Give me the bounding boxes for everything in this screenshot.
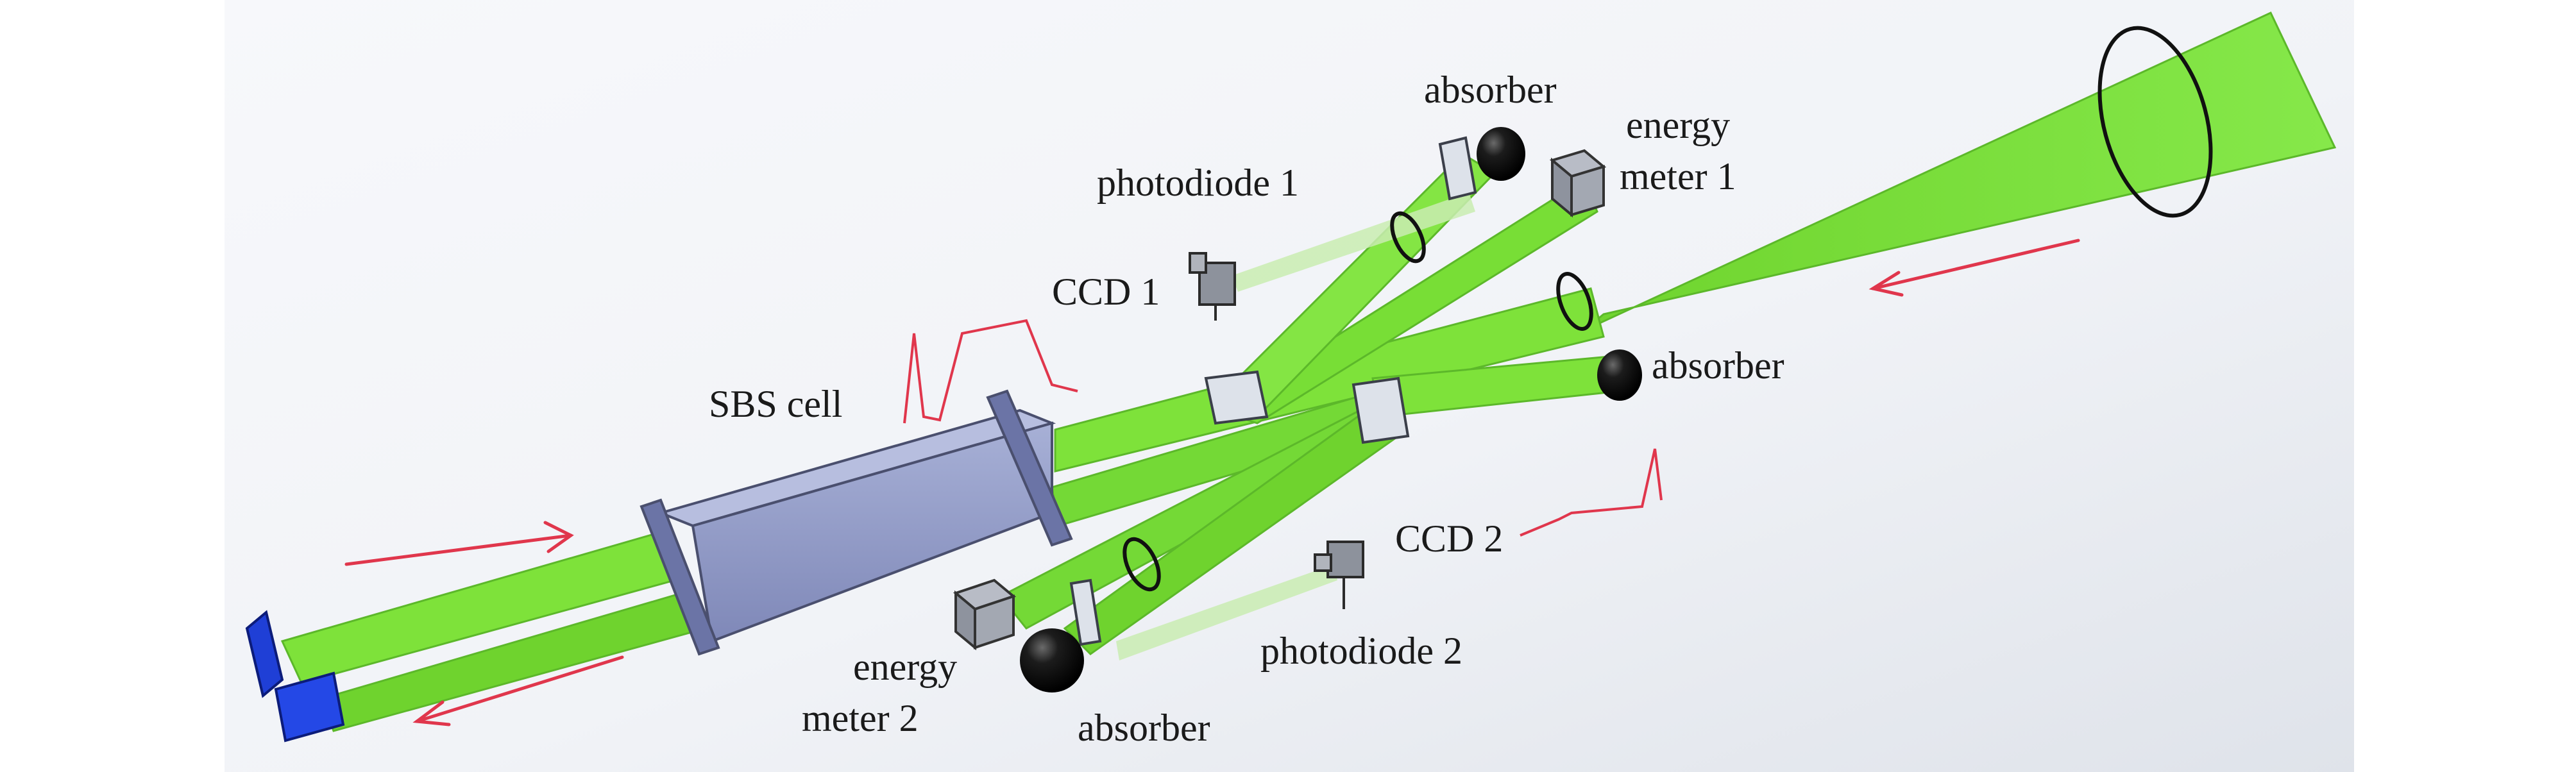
pulse-input xyxy=(903,319,1078,424)
energy-meter-1-box xyxy=(1549,149,1607,218)
label-sbs-cell: SBS cell xyxy=(709,383,842,425)
beam-direction-arrows xyxy=(344,239,2080,726)
arrow-input-left xyxy=(1868,239,2080,297)
energy-meters xyxy=(953,149,1607,651)
sampling-beam-1 xyxy=(1232,192,1475,292)
absorber-right-ball xyxy=(1597,349,1642,401)
optical-rings xyxy=(1123,26,2213,592)
sampling-beams xyxy=(1116,192,1475,660)
splitter-bottom xyxy=(1069,578,1102,646)
energy-meter-2-box xyxy=(953,578,1017,651)
fold-mirror-2 xyxy=(274,671,345,743)
beam-splitters xyxy=(1069,136,1477,646)
arrow-forward xyxy=(344,521,574,566)
label-ccd-2: CCD 2 xyxy=(1395,517,1503,560)
lens-ring-upper xyxy=(1390,211,1426,264)
fold-mirror-1 xyxy=(245,610,284,698)
input-aperture-ring xyxy=(2097,26,2213,218)
splitter-right-mid xyxy=(1352,376,1410,444)
splitter-left-mid xyxy=(1204,370,1269,425)
label-energy-meter-1-line1: energy xyxy=(1626,104,1730,146)
label-photodiode-1: photodiode 1 xyxy=(1097,162,1299,204)
fold-mirrors xyxy=(245,610,345,743)
label-absorber-top: absorber xyxy=(1424,69,1557,111)
absorbers xyxy=(1020,127,1642,692)
label-photodiode-2: photodiode 2 xyxy=(1260,630,1462,672)
label-energy-meter-2-line2: meter 2 xyxy=(802,697,919,739)
lens-ring-lower xyxy=(1123,537,1161,592)
sbs-cell-flange-left xyxy=(640,498,720,656)
ccd-1-device xyxy=(1189,252,1236,321)
label-ccd-1: CCD 1 xyxy=(1052,271,1160,313)
arrow-return xyxy=(412,655,624,726)
label-absorber-bottom: absorber xyxy=(1078,707,1210,749)
lens-ring-main xyxy=(1556,272,1593,331)
sbs-cell-flange-right xyxy=(986,389,1073,547)
label-absorber-right: absorber xyxy=(1652,344,1784,387)
label-energy-meter-1-line2: meter 1 xyxy=(1620,155,1736,197)
label-energy-meter-2-line1: energy xyxy=(853,646,957,688)
sbs-cell xyxy=(640,389,1073,656)
sampling-beam-2 xyxy=(1116,564,1337,660)
absorber-top-ball xyxy=(1477,127,1525,181)
splitter-top xyxy=(1438,136,1477,201)
photodiode-2-device xyxy=(1314,541,1364,609)
detectors xyxy=(1189,252,1364,609)
pulse-waveforms xyxy=(903,319,1663,537)
diagram-labels: absorber energy meter 1 photodiode 1 CCD… xyxy=(709,69,1784,749)
absorber-bottom-ball xyxy=(1020,628,1084,692)
pulse-reflected xyxy=(1520,448,1663,537)
